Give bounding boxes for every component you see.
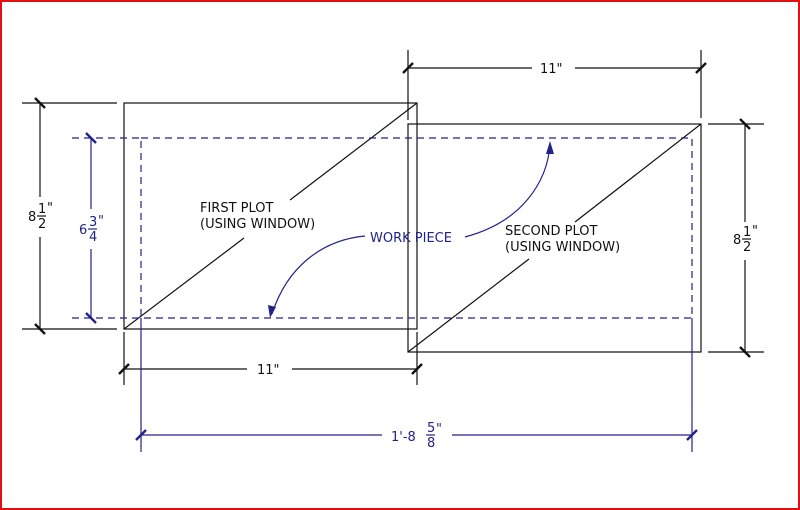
svg-text:8: 8 [28,210,36,225]
dim-bottom-width: 11" [257,363,280,378]
svg-text:3: 3 [89,215,97,230]
second-plot-rect [407,123,702,353]
dim-tick [135,429,147,441]
dim-tick [34,323,46,335]
dim-tick [411,363,423,375]
svg-text:": " [752,224,758,239]
dim-left-height: 8 1 2 " [28,201,53,232]
svg-text:1: 1 [743,225,751,240]
dim-work-height: 6 3 4 " [79,214,104,245]
work-piece-rect [140,137,693,319]
dim-right-height: 8 1 2 " [733,224,758,255]
dim-tick [686,429,698,441]
work-piece-arrow-left [271,235,366,315]
second-plot-label-1: SECOND PLOT [505,224,597,239]
dim-overall-width: 1'-8 5 8 " [391,421,442,451]
svg-text:2: 2 [38,217,46,232]
second-plot-leader-lower [407,258,530,353]
first-plot-label-2: (USING WINDOW) [200,217,315,232]
first-plot-leader-lower [123,237,245,330]
dim-top-width: 11" [540,62,563,77]
svg-text:8: 8 [733,233,741,248]
first-plot-leader-upper [289,102,418,201]
svg-text:5: 5 [427,421,435,436]
svg-text:6: 6 [79,223,87,238]
dim-tick [739,118,751,130]
dim-tick [34,97,46,109]
svg-text:8: 8 [427,436,435,451]
svg-text:2: 2 [743,240,751,255]
dim-tick [695,62,707,74]
svg-text:1: 1 [38,202,46,217]
svg-text:": " [47,201,53,216]
svg-text:4: 4 [89,230,97,245]
work-piece-arrow-right [464,144,551,238]
first-plot-rect [123,102,418,330]
arrowhead-icon [546,141,554,154]
second-plot-leader-upper [574,123,702,223]
arrowhead-icon [268,305,276,318]
svg-text:1'-8: 1'-8 [391,430,416,445]
dim-tick [118,363,130,375]
svg-text:": " [98,214,104,229]
first-plot-label-1: FIRST PLOT [200,201,274,216]
dim-tick [85,312,97,324]
dim-tick [402,62,414,74]
work-piece-label: WORK PIECE [370,231,452,246]
second-plot-label-2: (USING WINDOW) [505,240,620,255]
dim-tick [85,132,97,144]
svg-text:": " [436,422,442,437]
dim-tick [739,346,751,358]
